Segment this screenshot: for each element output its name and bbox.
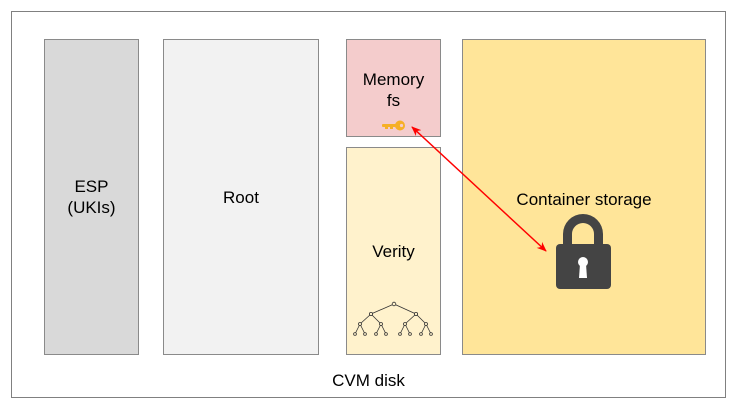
memory-fs-label: Memory fs (362, 70, 425, 110)
esp-label: ESP (UKIs) (67, 177, 116, 217)
root-label: Root (223, 187, 259, 207)
key-icon (382, 120, 405, 131)
esp-partition: ESP (UKIs) (44, 39, 139, 355)
lock-icon (556, 214, 611, 289)
key-lock-arrow (411, 126, 547, 252)
memory-fs-partition: Memory fs (346, 39, 441, 137)
root-partition: Root (163, 39, 319, 355)
merkle-tree-icon (353, 301, 433, 336)
cvm-disk-caption: CVM disk (332, 371, 405, 390)
verity-label: Verity (372, 241, 415, 261)
